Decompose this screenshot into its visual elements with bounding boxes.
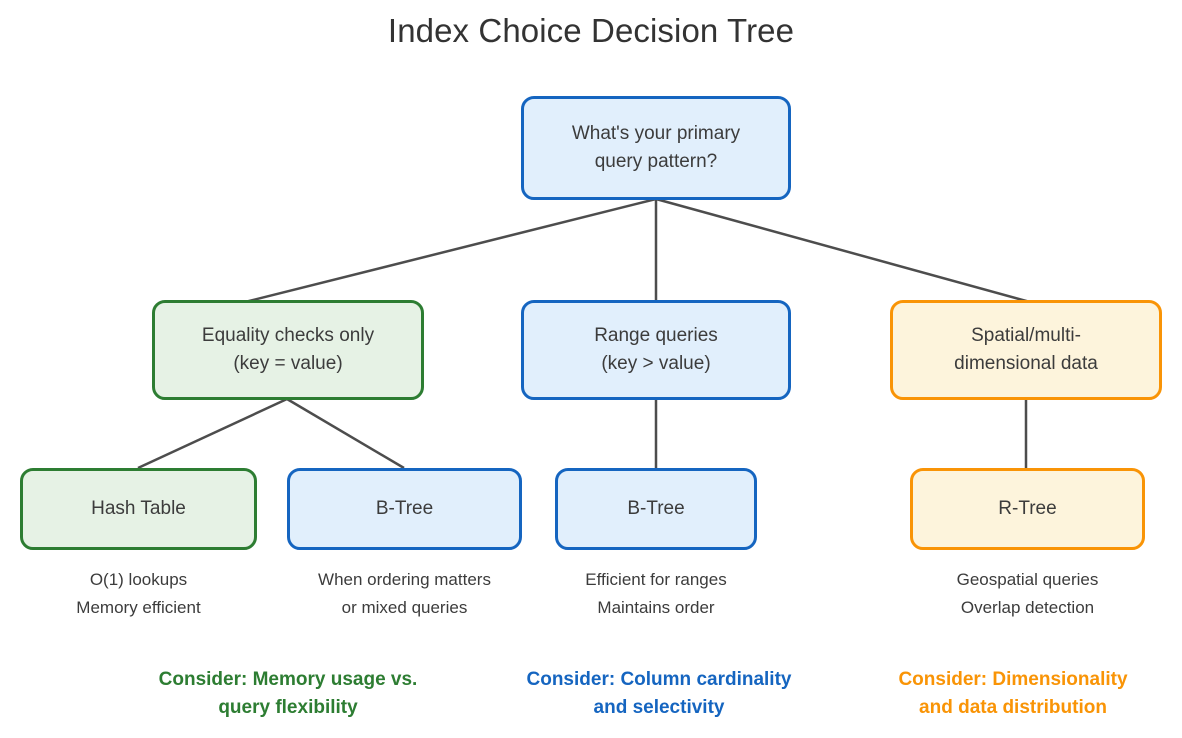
node-hash-table-label: Hash Table <box>91 498 186 520</box>
node-btree-equality[interactable]: B-Tree <box>287 468 522 550</box>
edge-equality-to-btree <box>286 397 405 470</box>
consideration-range: Consider: Column cardinality and selecti… <box>526 669 792 719</box>
edge-root-to-spatial <box>655 197 1031 304</box>
node-hash-table[interactable]: Hash Table <box>20 468 257 550</box>
consideration-equality: Consider: Memory usage vs. query flexibi… <box>158 669 418 719</box>
caption-hash-table: O(1) lookups Memory efficient <box>76 570 201 617</box>
page-title: Index Choice Decision Tree <box>387 12 795 49</box>
node-rtree-label: R-Tree <box>998 498 1057 520</box>
node-range-queries-label: Range queries (key > value) <box>594 325 718 374</box>
node-equality-checks-label: Equality checks only (key = value) <box>201 325 375 374</box>
node-spatial-data-label: Spatial/multi- dimensional data <box>954 325 1098 374</box>
caption-btree-equality: When ordering matters or mixed queries <box>318 570 491 617</box>
edge-equality-to-hash <box>137 397 288 470</box>
caption-rtree: Geospatial queries Overlap detection <box>956 570 1099 617</box>
node-spatial-data[interactable]: Spatial/multi- dimensional data <box>890 300 1162 400</box>
node-root[interactable]: What's your primary query pattern? <box>521 96 791 200</box>
node-btree-range-label: B-Tree <box>627 498 685 520</box>
node-range-queries[interactable]: Range queries (key > value) <box>521 300 791 400</box>
node-root-label: What's your primary query pattern? <box>571 123 741 172</box>
edge-root-to-equality <box>244 197 657 304</box>
node-btree-equality-label: B-Tree <box>375 498 434 520</box>
caption-btree-range: Efficient for ranges Maintains order <box>585 570 727 617</box>
node-btree-range[interactable]: B-Tree <box>555 468 757 550</box>
consideration-spatial: Consider: Dimensionality and data distri… <box>898 669 1128 719</box>
node-rtree[interactable]: R-Tree <box>910 468 1145 550</box>
node-equality-checks[interactable]: Equality checks only (key = value) <box>152 300 424 400</box>
